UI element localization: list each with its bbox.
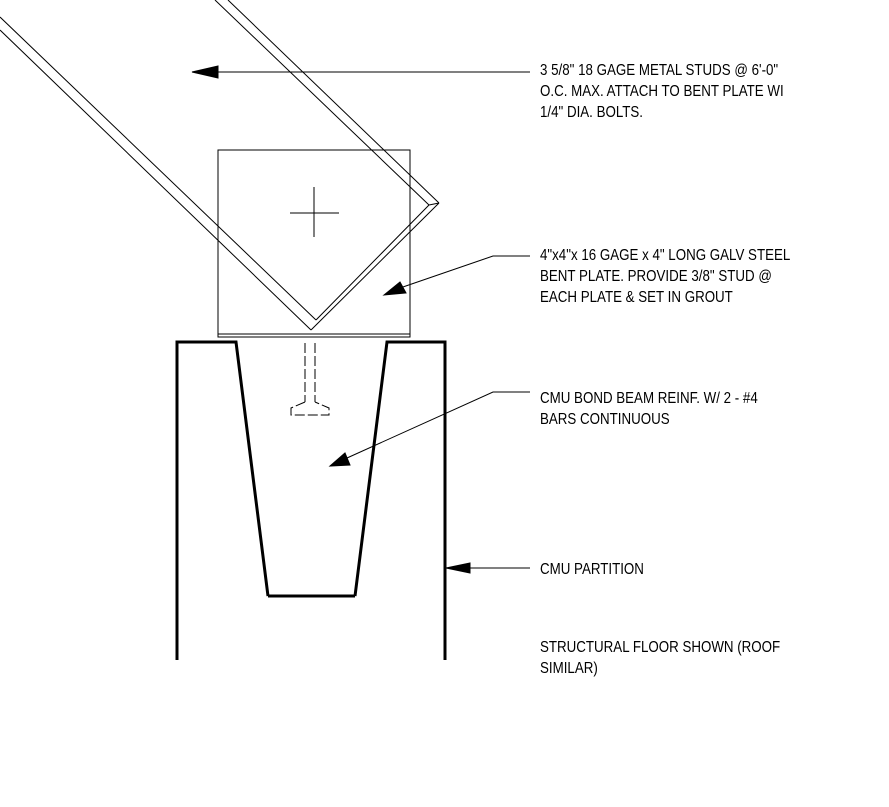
stud-end-outer	[310, 202, 440, 331]
note-bent-plate: 4"x4"x 16 GAGE x 4" LONG GALV STEEL BENT…	[540, 245, 790, 308]
cmu-partition	[175, 340, 447, 660]
note-line: 4"x4"x 16 GAGE x 4" LONG GALV STEEL	[540, 247, 791, 264]
arrowhead-plate	[382, 281, 407, 296]
note-line: EACH PLATE & SET IN GROUT	[540, 289, 733, 306]
stud-end-inner	[315, 204, 430, 321]
arrowhead-partition	[445, 562, 471, 574]
note-line: SIMILAR)	[540, 660, 598, 677]
note-line: O.C. MAX. ATTACH TO BENT PLATE WI	[540, 83, 784, 100]
note-line: 3 5/8" 18 GAGE METAL STUDS @ 6'-0"	[540, 62, 779, 79]
note-bond-beam: CMU BOND BEAM REINF. W/ 2 - #4 BARS CONT…	[540, 388, 758, 430]
note-line: CMU BOND BEAM REINF. W/ 2 - #4	[540, 390, 758, 407]
note-line: STRUCTURAL FLOOR SHOWN (ROOF	[540, 639, 781, 656]
arrowhead-bond-beam	[328, 452, 351, 467]
arrowhead-studs	[191, 65, 219, 79]
bent-plate	[217, 149, 411, 338]
stud-outer-right-line	[227, 0, 440, 204]
note-line: CMU PARTITION	[540, 561, 644, 578]
stud-inner-left-line	[0, 29, 312, 331]
bent-plate-outline	[217, 149, 411, 338]
headed-stud	[290, 343, 330, 416]
stud-head	[290, 401, 330, 416]
leaders	[191, 65, 530, 574]
metal-stud	[0, 0, 440, 331]
note-line: BENT PLATE. PROVIDE 3/8" STUD @	[540, 268, 772, 285]
note-metal-studs: 3 5/8" 18 GAGE METAL STUDS @ 6'-0" O.C. …	[540, 60, 784, 123]
stud-end-right	[428, 202, 440, 206]
stud-inner-right-line	[214, 0, 430, 206]
cmu-left-wall	[175, 340, 270, 660]
leader-plate	[399, 255, 530, 289]
note-line: BARS CONTINUOUS	[540, 411, 670, 428]
note-structural-floor: STRUCTURAL FLOOR SHOWN (ROOF SIMILAR)	[540, 637, 780, 679]
leader-bond-beam	[346, 391, 530, 459]
cmu-right-wall	[353, 340, 447, 660]
note-line: 1/4" DIA. BOLTS.	[540, 104, 644, 121]
note-cmu-partition: CMU PARTITION	[540, 559, 644, 580]
stud-outer-left-line	[0, 16, 317, 321]
